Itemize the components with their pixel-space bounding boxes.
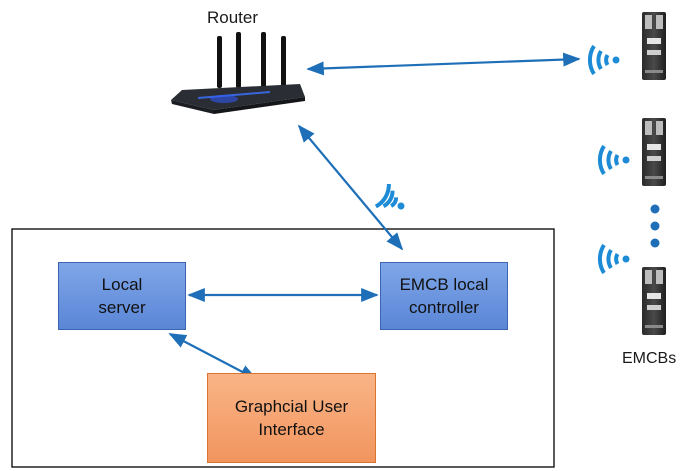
router-emcb-arrow <box>306 52 581 76</box>
emcb-controller-node: EMCB local controller <box>380 262 508 330</box>
breaker-icon <box>642 267 666 335</box>
router-label: Router <box>207 8 259 27</box>
wifi-icon <box>374 183 405 210</box>
router-controller-arrow <box>297 124 404 251</box>
wifi-icon <box>597 144 630 176</box>
server-gui-arrow <box>168 333 258 380</box>
breaker-icon <box>642 118 666 186</box>
ellipsis-dots <box>650 204 660 248</box>
local-server-node: Local server <box>58 262 186 330</box>
emcbs-label: EMCBs <box>622 350 677 367</box>
wifi-icon <box>597 243 630 275</box>
gui-node: Graphcial User Interface <box>207 373 376 463</box>
local-system-frame <box>11 228 555 468</box>
router-icon <box>171 32 305 114</box>
breaker-icon <box>642 12 666 80</box>
wifi-icon <box>587 44 620 76</box>
